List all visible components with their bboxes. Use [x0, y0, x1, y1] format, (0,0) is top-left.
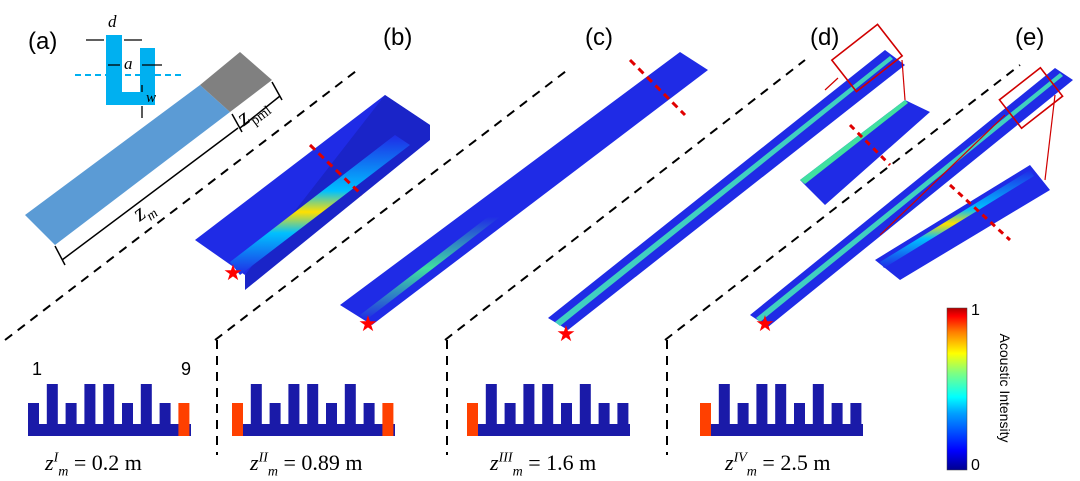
mode-profile-4 [700, 384, 863, 436]
panel-label-a: (a) [28, 28, 58, 55]
field-c: ★ [340, 52, 708, 336]
colorbar-max: 1 [971, 302, 980, 319]
slit-geometry-icon [75, 35, 185, 118]
mode-label-4: zIVm = 2.5 m [725, 450, 831, 480]
source-star-d: ★ [556, 321, 576, 346]
profile-end-left: 1 [32, 359, 43, 379]
zoom-inset-e [875, 165, 1050, 280]
cut-line-b [308, 143, 364, 197]
colorbar [946, 307, 968, 471]
zoom-box-e [998, 66, 1064, 130]
field-b: ★ [195, 95, 430, 290]
schematic-a [25, 35, 283, 266]
zm-dimension [61, 127, 239, 261]
source-star-b: ★ [223, 260, 243, 285]
mode-label-2: zIIm = 0.89 m [250, 450, 363, 480]
mode-profile-3 [467, 384, 630, 436]
mode-label-1: zIm = 0.2 m [45, 450, 142, 480]
label-a: a [124, 54, 133, 73]
zoom-box-d [830, 23, 904, 93]
source-star-c: ★ [358, 311, 378, 336]
colorbar-label: Acoustic Intensity [997, 333, 1013, 443]
panel-label-d: (d) [810, 24, 840, 51]
zoom-inset-d [800, 100, 930, 205]
source-star-e: ★ [755, 311, 775, 336]
pml-region [200, 52, 272, 112]
profile-end-right: 9 [181, 359, 192, 379]
mode-profile-1 [28, 384, 191, 436]
separators [4, 59, 1021, 455]
colorbar-min: 0 [971, 457, 980, 474]
label-w: w [146, 90, 157, 106]
label-d: d [108, 12, 117, 31]
zpml-dimension [239, 95, 281, 129]
field-e: ★ [750, 66, 1073, 336]
mode-cross-sections [28, 384, 863, 436]
waveguide-bar [25, 85, 230, 245]
cut-line-c [628, 58, 687, 117]
panel-label-b: (b) [383, 24, 413, 51]
mode-profile-2 [232, 384, 395, 436]
mode-label-3: zIIIm = 1.6 m [490, 450, 597, 480]
panel-label-e: (e) [1015, 24, 1045, 51]
field-d: ★ [548, 23, 930, 346]
panel-label-c: (c) [585, 24, 613, 51]
